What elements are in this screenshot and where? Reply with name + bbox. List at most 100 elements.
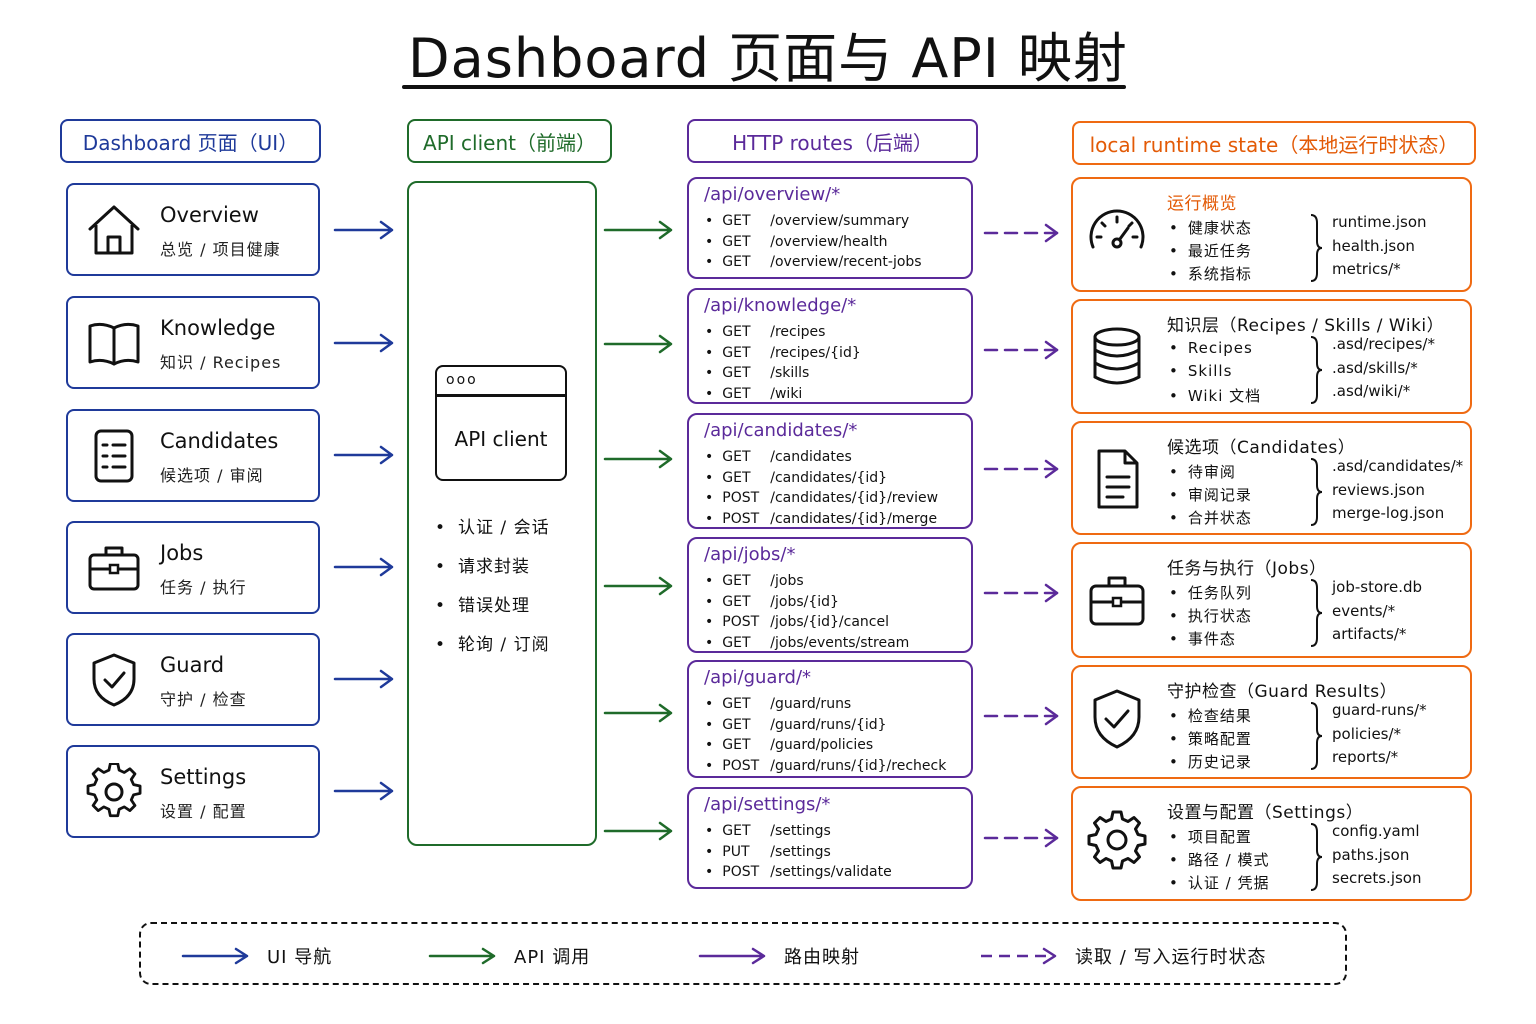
legend: UI 导航 API 调用 路由映射 读取 / 写入运行时状态 (139, 922, 1347, 985)
route-endpoint: GET/overview/recent-jobs (705, 254, 921, 275)
shield-check-icon (92, 653, 136, 707)
state-title: 知识层（Recipes / Skills / Wiki） (1167, 316, 1445, 336)
gauge-icon (1089, 209, 1145, 249)
route-endpoint: GET/jobs/events/stream (705, 635, 909, 656)
ui-page-title: Jobs (160, 541, 204, 565)
dashed-arrow-icon (981, 947, 1057, 965)
brace-icon (1310, 458, 1323, 526)
api-client-label: API client (454, 427, 548, 451)
arrow-api-knowledge (603, 334, 673, 354)
brace-icon (1310, 336, 1323, 404)
route-prefix: /api/candidates/* (704, 420, 858, 441)
checklist-icon (94, 429, 134, 483)
legend-label: API 调用 (514, 947, 591, 968)
state-guard: 守护检查（Guard Results） 检查结果 策略配置 历史记录 guard… (1071, 665, 1472, 779)
state-item: 项目配置 (1169, 826, 1269, 849)
api-client-panel: ooo API client 认证 / 会话 请求封装 错误处理 轮询 / 订阅 (407, 181, 597, 846)
legend-route-mapping: 路由映射 (698, 942, 860, 970)
brace-icon (1310, 579, 1323, 647)
brace-icon (1310, 823, 1323, 891)
state-item: 审阅记录 (1169, 484, 1252, 507)
route-endpoint: GET/recipes (705, 324, 861, 345)
window-title-bar (437, 394, 565, 397)
ui-page-jobs[interactable]: Jobs 任务 / 执行 (66, 521, 320, 614)
route-endpoint: GET/guard/runs (705, 696, 946, 717)
state-file: config.yaml (1332, 822, 1420, 840)
route-group-candidates: /api/candidates/* GET/candidates GET/can… (687, 413, 973, 529)
route-endpoint: GET/wiki (705, 386, 861, 407)
arrow-api-overview (603, 220, 673, 240)
route-prefix: /api/knowledge/* (704, 295, 857, 316)
api-feature: 认证 / 会话 (435, 513, 550, 552)
state-item: Skills (1169, 362, 1261, 385)
route-endpoint: GET/jobs (705, 573, 909, 594)
state-title: 运行概览 (1167, 194, 1237, 214)
ui-page-title: Guard (160, 653, 225, 677)
gear-icon (86, 763, 142, 818)
state-title: 候选项（Candidates） (1167, 438, 1356, 458)
state-file: events/* (1332, 601, 1396, 620)
title-underline (402, 85, 1126, 89)
state-item: 检查结果 (1169, 705, 1252, 728)
state-file: .asd/skills/* (1332, 358, 1418, 377)
document-icon (1097, 449, 1139, 509)
state-item: 历史记录 (1169, 751, 1252, 774)
state-file: .asd/recipes/* (1332, 335, 1435, 353)
book-icon (88, 322, 140, 366)
route-endpoint: GET/candidates (705, 449, 938, 470)
arrow-ui-guard (333, 669, 394, 689)
ui-page-guard[interactable]: Guard 守护 / 检查 (66, 633, 320, 726)
state-file: policies/* (1332, 724, 1402, 743)
state-settings: 设置与配置（Settings） 项目配置 路径 / 模式 认证 / 凭据 con… (1071, 786, 1472, 901)
route-endpoint: POST/settings/validate (705, 864, 891, 885)
route-endpoint: PUT/settings (705, 844, 892, 865)
route-endpoint: GET/settings (705, 823, 892, 844)
state-item: 事件态 (1169, 628, 1252, 651)
state-item: Wiki 文档 (1169, 385, 1261, 408)
brace-icon (1310, 214, 1323, 282)
arrow-ui-candidates (333, 445, 394, 465)
header-http-routes: HTTP routes（后端） (687, 119, 978, 163)
ui-page-settings[interactable]: Settings 设置 / 配置 (66, 745, 320, 838)
state-title: 设置与配置（Settings） (1167, 803, 1364, 823)
state-item: 策略配置 (1169, 728, 1252, 751)
route-prefix: /api/guard/* (704, 667, 812, 688)
ui-page-title: Settings (160, 765, 247, 789)
state-title: 守护检查（Guard Results） (1167, 682, 1398, 702)
ui-page-title: Overview (160, 203, 259, 227)
ui-page-title: Candidates (160, 429, 279, 453)
state-file: reports/* (1332, 748, 1399, 766)
arrow-ui-settings (333, 781, 394, 801)
shield-check-icon (1093, 689, 1141, 749)
state-item: 任务队列 (1169, 582, 1252, 605)
route-group-knowledge: /api/knowledge/* GET/recipes GET/recipes… (687, 288, 973, 404)
state-knowledge-layer: 知识层（Recipes / Skills / Wiki） Recipes Ski… (1071, 299, 1472, 414)
ui-page-subtitle: 知识 / Recipes (160, 353, 282, 372)
header-runtime-state: local runtime state（本地运行时状态） (1072, 121, 1476, 165)
solid-arrow-icon (698, 947, 766, 965)
arrow-api-candidates (603, 449, 673, 469)
route-endpoint: GET/skills (705, 365, 861, 386)
state-file: .asd/wiki/* (1332, 382, 1411, 400)
state-runtime-overview: 运行概览 健康状态 最近任务 系统指标 runtime.json health.… (1071, 177, 1472, 292)
api-to-route-arrows (603, 220, 673, 841)
state-file: paths.json (1332, 845, 1410, 864)
arrow-ui-knowledge (333, 333, 394, 353)
api-feature: 错误处理 (435, 591, 550, 630)
header-ui: Dashboard 页面（UI） (60, 119, 321, 163)
route-endpoint: GET/overview/health (705, 234, 922, 255)
state-file: merge-log.json (1332, 504, 1445, 522)
state-item: Recipes (1169, 339, 1261, 362)
route-endpoint: POST/jobs/{id}/cancel (705, 614, 909, 635)
route-endpoint: GET/guard/runs/{id} (705, 717, 946, 738)
api-client-features: 认证 / 会话 请求封装 错误处理 轮询 / 订阅 (435, 513, 550, 669)
ui-page-candidates[interactable]: Candidates 候选项 / 审阅 (66, 409, 320, 502)
ui-page-knowledge[interactable]: Knowledge 知识 / Recipes (66, 296, 320, 389)
state-file: secrets.json (1332, 869, 1422, 887)
route-endpoint: GET/jobs/{id} (705, 594, 909, 615)
state-item: 系统指标 (1169, 263, 1252, 286)
state-item: 最近任务 (1169, 240, 1252, 263)
ui-page-overview[interactable]: Overview 总览 / 项目健康 (66, 183, 320, 276)
state-item: 路径 / 模式 (1169, 849, 1269, 872)
brace-icon (1310, 702, 1323, 770)
